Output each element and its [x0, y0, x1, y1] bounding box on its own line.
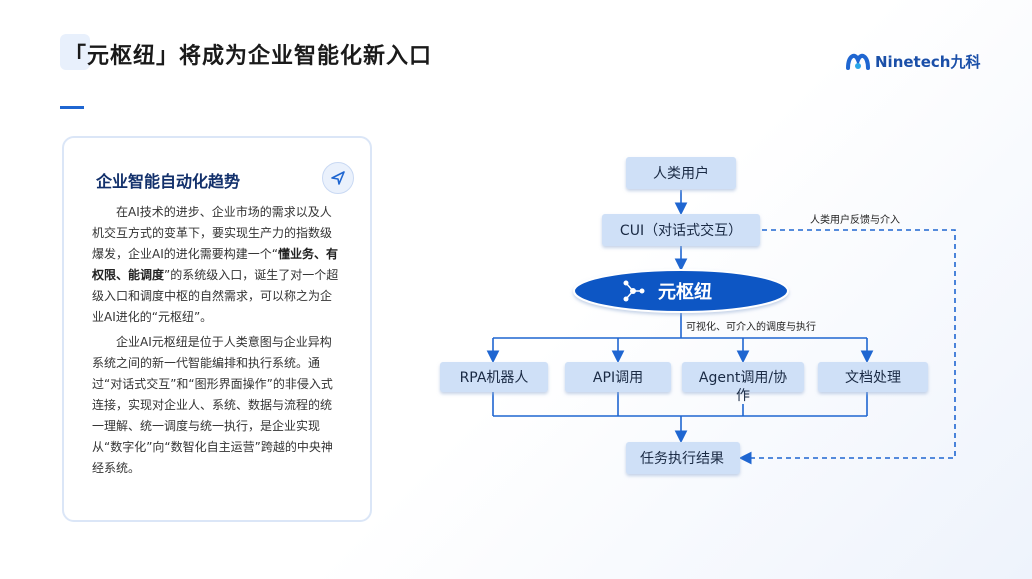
- edge-label-dispatch: 可视化、可介入的调度与执行: [686, 320, 816, 333]
- svg-text:任务执行结果: 任务执行结果: [640, 451, 724, 467]
- card-paragraph-2: 企业AI元枢纽是位于人类意图与企业异构系统之间的新一代智能编排和执行系统。通过“…: [92, 335, 333, 475]
- title-decoration: [60, 34, 90, 70]
- card-paragraph-1: 在AI技术的进步、企业市场的需求以及人机交互方式的变革下，要实现生产力的指数级爆…: [92, 205, 339, 324]
- ninetech-logo-icon: [846, 53, 870, 70]
- title-underline: [60, 106, 84, 109]
- send-icon[interactable]: [322, 162, 354, 194]
- svg-text:文档处理: 文档处理: [845, 370, 901, 386]
- node-cui: CUI（对话式交互）: [602, 214, 760, 246]
- svg-text:人类用户: 人类用户: [653, 165, 709, 182]
- hub-network-icon: [623, 280, 645, 302]
- node-human-user: 人类用户: [626, 157, 736, 189]
- edge-feedback-loop: [738, 229, 956, 465]
- card-body: 在AI技术的进步、企业市场的需求以及人机交互方式的变革下，要实现生产力的指数级爆…: [92, 202, 340, 483]
- highlight-text: 懂业务、有权限、能调度: [92, 247, 338, 282]
- hub-label: 元枢纽: [658, 281, 712, 303]
- edge-label-feedback: 人类用户反馈与介入: [810, 213, 900, 226]
- node-agent: Agent调用/协 作: [682, 362, 804, 404]
- svg-text:Agent调用/协: Agent调用/协: [699, 370, 787, 386]
- svg-text:作: 作: [736, 388, 750, 404]
- node-result: 任务执行结果: [626, 442, 740, 474]
- brand-logo: Ninetech九科: [845, 48, 980, 74]
- svg-text:RPA机器人: RPA机器人: [460, 370, 529, 386]
- node-api: API调用: [565, 362, 671, 392]
- logo-text: Ninetech九科: [875, 52, 981, 71]
- node-rpa: RPA机器人: [440, 362, 548, 392]
- page-title: 「元枢纽」将成为企业智能化新入口: [64, 44, 433, 69]
- card-title: 企业智能自动化趋势: [96, 172, 241, 191]
- svg-text:CUI（对话式交互）: CUI（对话式交互）: [620, 222, 742, 239]
- trend-card: 企业智能自动化趋势 在AI技术的进步、企业市场的需求以及人机交互方式的变革下，要…: [62, 136, 372, 522]
- svg-text:API调用: API调用: [593, 370, 643, 386]
- node-hub: 元枢纽: [573, 269, 789, 313]
- node-doc: 文档处理: [818, 362, 928, 392]
